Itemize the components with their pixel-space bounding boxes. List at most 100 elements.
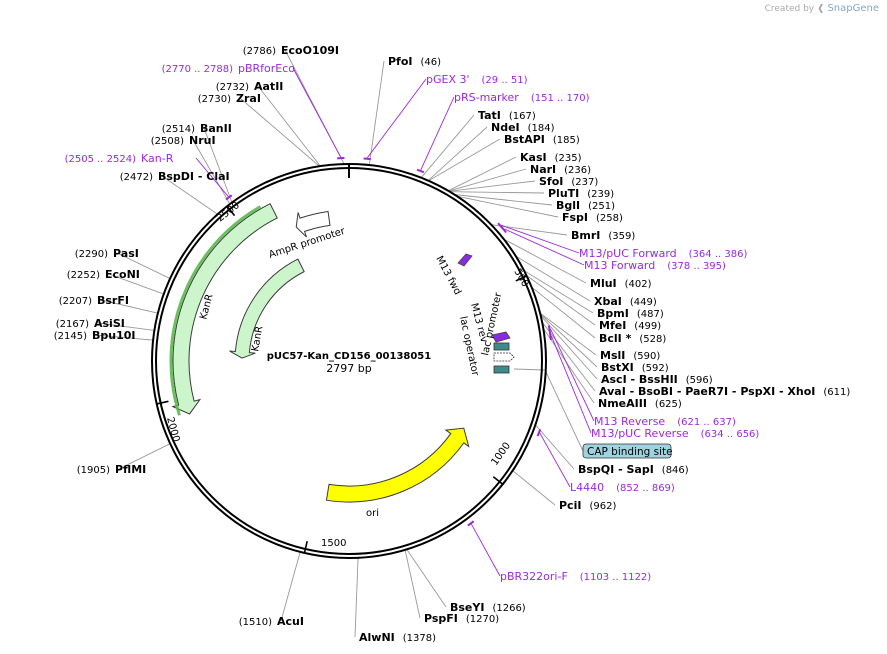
primer-range: (852 .. 869) [616,483,675,494]
enzyme-line-14 [404,549,421,619]
tick-label-1500: 1500 [321,538,346,549]
enzyme-site[interactable]: Bpu10I(2145) [54,329,136,342]
enzyme-name: NmeAIII [598,397,647,410]
enzyme-line-28 [491,224,568,236]
enzyme-site[interactable]: PciI(962) [559,499,616,512]
enzyme-site[interactable]: MfeI(499) [599,319,661,332]
labels: EcoO109I(2786) AatII(2732)ZraI(2730) BanII… [54,44,851,644]
enzyme-site[interactable]: BspDI - ClaI (2472) [120,170,230,183]
enzyme-line-33 [448,168,527,192]
feature-m13-fwd[interactable]: M13 fwd [433,253,473,297]
enzyme-site[interactable]: TatI(167) [478,109,536,122]
enzyme-site[interactable]: PfoI(46) [388,55,441,68]
enzyme-position: (258) [596,213,623,224]
enzyme-name: AatII [254,80,283,93]
enzyme-site[interactable]: BglI(251) [556,199,615,212]
enzyme-site[interactable]: BseYI(1266) [450,601,526,614]
cap-line-2 [544,369,584,452]
enzyme-site[interactable]: AscI - BssHII(596) [601,373,713,386]
enzyme-line-3 [203,127,233,203]
primer-label[interactable]: pGEX 3'(29 .. 51) [426,73,528,86]
enzyme-site[interactable]: AcuI(1510) [239,615,304,628]
enzyme-name: Bpu10I [92,329,136,342]
enzyme-site[interactable]: SfoI(237) [539,175,598,188]
enzyme-position: (625) [655,399,682,410]
primer-range: (621 .. 637) [677,417,736,428]
enzyme-position: (2472) [120,172,153,183]
enzyme-site[interactable]: PasI(2290) [75,247,139,260]
enzyme-site[interactable]: BstAPI(185) [504,133,580,146]
enzyme-site[interactable]: PflMI(1905) [77,463,147,476]
enzyme-name: BmrI [571,229,600,242]
enzyme-site[interactable]: FspI (258) [562,211,623,224]
enzyme-site[interactable]: PluTI(239) [548,187,614,200]
enzyme-site[interactable]: EcoO109I(2786) [243,44,339,57]
primer-range: (364 .. 386) [689,249,748,260]
feature-cap-site[interactable] [493,365,510,374]
enzyme-site[interactable]: KasI(235) [520,151,582,164]
primer-line-3 [420,96,455,171]
enzyme-name: FspI [562,211,588,224]
enzyme-position: (2514) [162,124,195,135]
enzyme-position: (167) [509,111,536,122]
enzyme-site[interactable]: ZraI(2730) [198,92,261,105]
enzyme-position: (235) [555,153,582,164]
primer-label[interactable]: M13 Forward(378 .. 395) [584,259,726,272]
primer-range: (151 .. 170) [531,93,590,104]
enzyme-position: (2508) [151,136,184,147]
enzyme-name: XbaI [594,295,622,308]
label-lines [95,49,598,638]
enzyme-site[interactable]: BclI *(528) [599,332,666,345]
enzyme-site[interactable]: AvaI - BsoBI - PaeR7I - PspXI - XhoI(611… [599,385,850,398]
enzyme-site[interactable]: AlwNI(1378) [359,631,436,644]
primer-label[interactable]: Kan-R(2505 .. 2524) [65,152,174,165]
credit-text: Created by [764,4,815,14]
enzyme-site[interactable]: PspFI(1270) [424,612,499,625]
enzyme-site[interactable]: NruI(2508) [151,134,216,147]
primer-line-4 [501,224,580,254]
enzyme-site[interactable]: AsiSI(2167) [56,317,125,330]
enzyme-line-23 [531,286,596,339]
enzyme-site[interactable]: EcoNI(2252) [67,268,140,281]
enzyme-site[interactable]: BstXI(592) [601,361,669,374]
primer-mark-3 [416,168,425,174]
feature-ampr-promoter[interactable]: AmpR promoter [268,210,348,261]
enzyme-position: (2167) [56,319,89,330]
enzyme-line-12 [280,551,301,622]
feature-lac-promoter[interactable]: lac promoter [480,291,515,362]
enzyme-line-24 [526,274,596,326]
primer-label[interactable]: pRS-marker(151 .. 170) [454,91,590,104]
primer-range: (378 .. 395) [667,261,726,272]
enzyme-name: BspDI - ClaI [158,170,230,183]
feature-ori[interactable]: ori [325,427,470,519]
enzyme-name: NdeI [491,121,520,134]
enzyme-site[interactable]: BmrI(359) [571,229,635,242]
enzyme-name: BanII [200,122,232,135]
feature-kanr-inner[interactable]: KanR [229,258,305,359]
primer-label[interactable]: M13/pUC Forward(364 .. 386) [579,247,747,260]
primer-name: M13 Reverse [594,415,665,428]
enzyme-line-17 [535,424,575,470]
enzyme-site[interactable]: BsrFI(2207) [59,294,129,307]
enzyme-site[interactable]: NdeI(184) [491,121,555,134]
primer-name: pGEX 3' [426,73,470,86]
enzyme-site[interactable]: BpmI(487) [597,307,664,320]
primer-label[interactable]: pBR322ori-F(1103 .. 1122) [500,570,651,583]
enzyme-site[interactable]: NmeAIII (625) [598,397,682,410]
enzyme-line-18 [542,328,595,404]
enzyme-site[interactable]: AatII(2732) [216,80,284,93]
enzyme-site[interactable]: XbaI(449) [594,295,657,308]
primer-label[interactable]: M13/pUC Reverse(634 .. 656) [591,427,759,440]
primer-label[interactable]: pBRforEco(2770 .. 2788) [162,62,296,75]
enzyme-line-21 [540,313,598,368]
enzyme-site[interactable]: MslI(590) [600,349,660,362]
enzyme-site[interactable]: BspQI - SapI(846) [578,463,689,476]
primer-label[interactable]: M13 Reverse (621 .. 637) [594,415,736,428]
enzyme-site[interactable]: BanII (2514) [162,122,232,135]
primer-mark-8 [536,428,542,437]
enzyme-site[interactable]: MluI(402) [590,277,652,290]
enzyme-site[interactable]: NarI(236) [530,163,591,176]
primer-label[interactable]: L4440(852 .. 869) [570,481,675,494]
cap-binding-site-label[interactable]: CAP binding site [582,443,673,459]
enzyme-name: NarI [530,163,556,176]
